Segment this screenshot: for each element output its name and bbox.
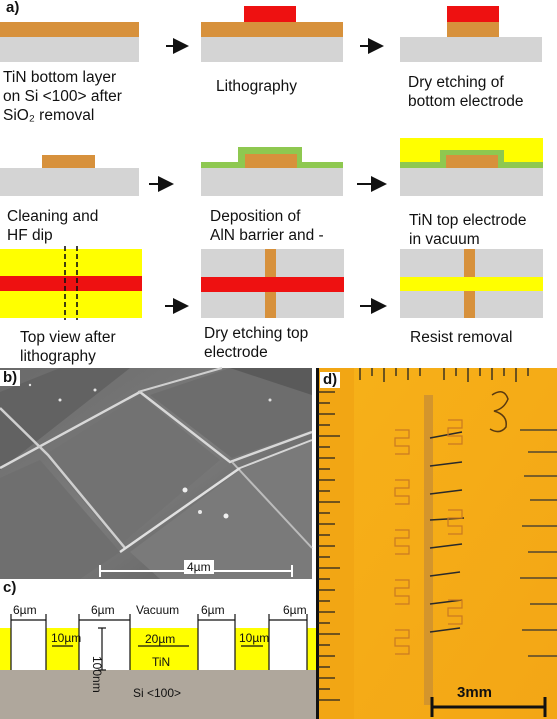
step5-diagram [201,147,343,196]
step1-diagram [0,22,139,62]
width-label: 10µm [239,631,270,645]
gap-label: 6µm [91,603,115,617]
step-label: TiN top electrode in vacuum [409,212,527,248]
substrate-label: Si <100> [133,686,182,700]
step-label: Dry etching top electrode [204,325,309,361]
vacuum-label: Vacuum [136,603,180,617]
panel-label-c: c) [0,580,20,596]
step6-diagram [400,138,543,196]
material-label: TiN [152,655,171,669]
panel-label-d: d) [320,372,341,388]
step9-diagram [400,249,543,318]
step-label: Top view after lithography [20,329,116,365]
step7-diagram [0,246,142,320]
step2-diagram [201,6,343,62]
gap-label: 6µm [283,603,307,617]
step-label: Cleaning and HF dip [7,208,99,244]
gap-label: 6µm [201,603,225,617]
step-label: Lithography [216,78,298,95]
sem-image [0,367,313,579]
device-photo [316,368,557,719]
cross-section-diagram [0,614,318,719]
step4-diagram [0,155,139,196]
panel-label-a: a) [6,0,20,16]
step-label: Deposition of AlN barrier and - [210,208,324,244]
photo-scale-label: 3mm [457,684,493,701]
step-label: TiN bottom layer on Si <100> after SiO₂ … [3,69,122,124]
gap-label: 6µm [13,603,37,617]
step-label: Resist removal [410,329,513,346]
sem-scale-label: 4µm [184,560,214,574]
step-label: Dry etching of bottom electrode [408,74,524,110]
width-label: 20µm [145,632,176,646]
thickness-label: 100nm [90,656,104,693]
width-label: 10µm [51,631,82,645]
step8-diagram [201,249,344,318]
step3-diagram [400,6,542,62]
panel-label-b: b) [0,370,21,386]
